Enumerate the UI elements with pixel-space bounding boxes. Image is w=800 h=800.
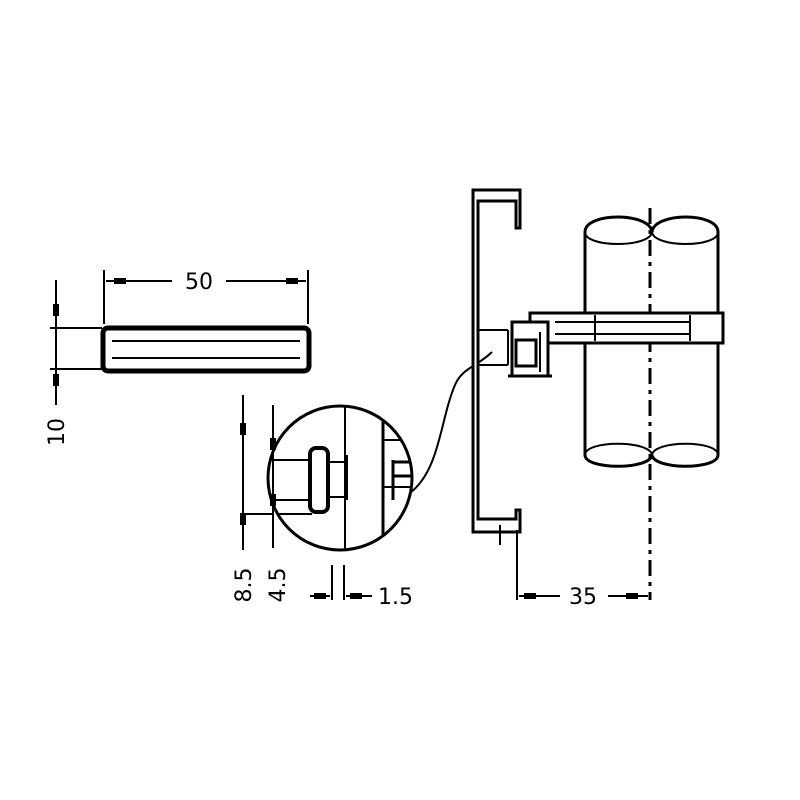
dimension-offset: 35 (516, 548, 648, 610)
dimension-length: 50 (103, 270, 309, 324)
detail-leader (409, 351, 493, 494)
clamp-bar (508, 311, 725, 378)
dimension-thickness: 1.5 (310, 565, 413, 610)
dimension-thickness-label: 1.5 (378, 585, 413, 610)
tube (583, 208, 720, 600)
dimension-offset-label: 35 (569, 585, 597, 610)
dimension-inner-slot: 4.5 (266, 405, 291, 603)
dimension-height-label: 10 (45, 418, 70, 446)
dimension-inner-slot-label: 4.5 (266, 568, 291, 603)
dimension-height: 10 (45, 280, 102, 446)
bar-side-view (100, 325, 312, 374)
rail-profile (471, 188, 522, 548)
dimension-overall-slot-label: 8.5 (232, 568, 257, 603)
dimension-overall-slot: 8.5 (232, 395, 272, 603)
dimension-length-label: 50 (185, 270, 213, 295)
detail-circle (266, 404, 414, 552)
